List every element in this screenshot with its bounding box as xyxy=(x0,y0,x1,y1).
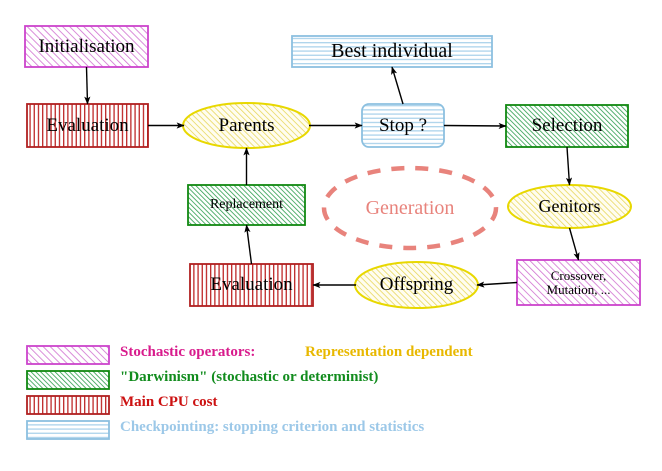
edge-initialisation-to-evaluation xyxy=(84,66,91,105)
node-shape-offspring xyxy=(354,261,479,309)
node-shape-best-individual xyxy=(291,35,493,68)
legend-label-darwinism: "Darwinism" (stochastic or determinist) xyxy=(120,369,379,385)
node-shape-evaluation-bottom xyxy=(189,263,314,307)
node-shape-parents xyxy=(182,102,311,149)
legend-label-checkpointing: Checkpointing: stopping criterion and st… xyxy=(120,419,425,435)
edge-crossover-to-offspring xyxy=(476,281,518,288)
node-shape-generation xyxy=(321,165,499,251)
node-shape-selection xyxy=(505,104,629,148)
legend-label-stochastic-operators: Stochastic operators: xyxy=(120,344,256,360)
node-shape-evaluation-top xyxy=(26,103,149,148)
legend-label-stochastic-operators-secondary: Representation dependent xyxy=(305,344,473,360)
edge-genitors-to-crossover xyxy=(568,227,580,261)
legend-swatch-stochastic-operators xyxy=(26,345,110,365)
edge-stop-to-selection xyxy=(443,122,507,130)
node-shape-crossover xyxy=(516,259,641,306)
node-shape-initialisation xyxy=(24,25,149,68)
edge-stop-to-best-individual xyxy=(391,66,404,105)
legend-swatch-main-cpu-cost xyxy=(26,395,110,415)
node-shape-genitors xyxy=(507,184,632,229)
node-shape-stop xyxy=(361,103,445,148)
edge-evaluation-to-replacement xyxy=(244,224,253,265)
node-shape-replacement xyxy=(187,184,306,226)
edge-selection-to-genitors xyxy=(565,146,573,186)
legend-label-main-cpu-cost: Main CPU cost xyxy=(120,394,218,410)
legend-swatch-darwinism xyxy=(26,370,110,390)
legend-swatch-checkpointing xyxy=(26,420,110,440)
